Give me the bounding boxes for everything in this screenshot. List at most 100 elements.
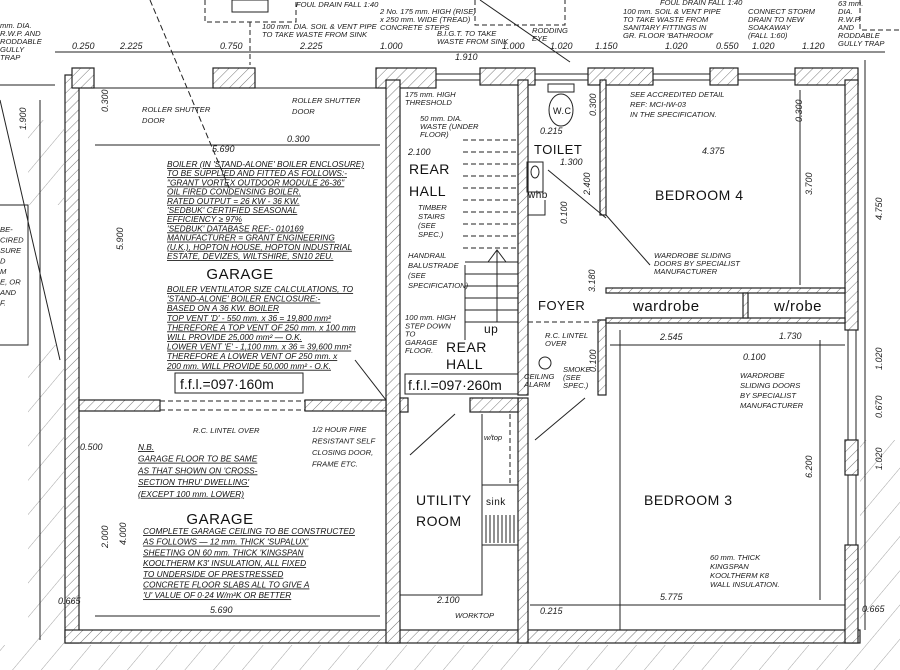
vent-calc-note: LOWER VENT 'E' - 1,100 mm. x 36 = 39,600… <box>167 342 351 352</box>
handrail-note: (SEE <box>408 271 427 280</box>
garage-ceiling-note: COMPLETE GARAGE CEILING TO BE CONSTRUCTE… <box>143 526 355 536</box>
dimension-label: 0.670 <box>874 395 884 418</box>
vent-calc-note: THEREFORE A TOP VENT OF 250 mm. x 100 mm <box>167 322 356 332</box>
smoke-alarm-note: SMOKE <box>563 365 591 374</box>
bigt-note: WASTE FROM SINK <box>437 37 509 46</box>
dimension-label: 3.700 <box>804 172 814 195</box>
fire-door-note: CLOSING DOOR, <box>312 448 373 457</box>
roller-shutter-note: ROLLER SHUTTER <box>292 96 361 105</box>
dimension-label: 1.020 <box>874 347 884 370</box>
waste-note: 50 mm. DIA. <box>420 114 462 123</box>
accredited-detail-note: REF: MCI-IW-03 <box>630 100 687 109</box>
dimension-label: 1.020 <box>752 41 775 51</box>
room-label-rear-hall-top: REAR <box>409 161 450 177</box>
vent-calc-note: WILL PROVIDE 25,000 mm² — O.K. <box>167 332 302 342</box>
worktop-note: w/top <box>484 433 502 442</box>
wardrobe-doors-note: WARDROBE <box>740 371 786 380</box>
adjacent-building-outline <box>0 84 55 346</box>
garage-ceiling-note: CONCRETE FLOOR SLABS ALL TO GIVE A <box>143 580 310 590</box>
waste-note: WASTE (UNDER <box>420 122 479 131</box>
dimension-label: 0.550 <box>716 41 739 51</box>
soil-pipe-bathroom-note: GR. FLOOR 'BATHROOM' <box>623 31 714 40</box>
boiler-note: EFFICIENCY ≥ 97% <box>167 214 243 224</box>
dimension-label: 1.020 <box>874 447 884 470</box>
cropped-note: M <box>0 267 7 276</box>
sink-label: sink <box>486 497 506 508</box>
room-label-garage-upper: GARAGE <box>206 266 273 283</box>
rwp-note: GULLY TRAP <box>838 39 885 48</box>
boiler-note: OIL FIRED CONDENSING BOILER. <box>167 187 301 197</box>
room-label-bedroom-4: BEDROOM 4 <box>655 187 744 203</box>
room-label-garage-lower: GARAGE <box>186 511 253 528</box>
smoke-alarm-note: CEILING <box>524 372 554 381</box>
dimension-label: 2.400 <box>582 172 592 196</box>
rc-lintel-note: OVER <box>545 339 567 348</box>
dimension-label: 0.100 <box>559 201 569 224</box>
fittings <box>354 83 651 596</box>
dimension-label: 3.180 <box>587 269 597 292</box>
soil-pipe-note: 100 mm. DIA. SOIL & VENT PIPE <box>262 22 378 31</box>
soil-pipe-bathroom-note: SANITARY FITTINGS IN <box>623 23 707 32</box>
dimension-label: 5.690 <box>210 605 233 615</box>
dimension-label: 1.020 <box>665 41 688 51</box>
dimension-label: 1.300 <box>560 157 583 167</box>
room-label-bedroom-3: BEDROOM 3 <box>644 492 733 508</box>
dimension-label: 0.250 <box>72 41 95 51</box>
worktop-note: WORKTOP <box>455 611 495 620</box>
storm-drain-note: (FALL 1:60) <box>748 31 788 40</box>
stairs-up-label: up <box>484 322 498 336</box>
timber-stairs-note: (SEE <box>418 221 437 230</box>
up-arrow-icon <box>487 249 507 263</box>
accredited-detail-note: SEE ACCREDITED DETAIL <box>630 90 725 99</box>
vent-calc-note: 'STAND-ALONE' BOILER ENCLOSURE:- <box>167 294 321 304</box>
dimension-label: 0.215 <box>540 126 564 136</box>
roller-shutter-note: ROLLER SHUTTER <box>142 105 211 114</box>
handrail-note: HANDRAIL <box>408 251 446 260</box>
wardrobe-doors-note: DOORS BY SPECIALIST <box>654 259 741 268</box>
wardrobe-doors-note: SLIDING DOORS <box>740 381 800 390</box>
step-down-note: GARAGE <box>405 338 438 347</box>
dimension-label: 1.900 <box>18 107 28 130</box>
dimension-label: 0.665 <box>862 604 886 614</box>
dimension-label: 2.545 <box>659 332 684 342</box>
boiler-note: BOILER (IN 'STAND-ALONE' BOILER ENCLOSUR… <box>167 159 364 169</box>
rwp-note: mm. DIA. <box>0 21 32 30</box>
rwp-note: R.W.P. AND <box>0 29 41 38</box>
dimension-label: 4.000 <box>118 522 128 545</box>
garage-floor-note: GARAGE FLOOR TO BE SAME <box>138 454 258 464</box>
cropped-note: AND <box>0 288 17 297</box>
rc-lintel-note: R.C. LINTEL OVER <box>193 426 260 435</box>
timber-stairs-note: TIMBER <box>418 203 447 212</box>
garage-left-wall <box>64 74 80 644</box>
smoke-alarm-note: ALARM <box>523 380 551 389</box>
south-wall <box>64 629 861 644</box>
step-down-note: STEP DOWN <box>405 321 451 330</box>
foul-drain-note: FOUL DRAIN FALL 1:40 <box>660 0 743 7</box>
room-labels: GARAGE GARAGE REAR HALL REAR HALL TOILET… <box>186 106 821 529</box>
hall-level-box <box>404 373 519 395</box>
vent-calc-note: 200 mm. WILL PROVIDE 50,000 mm² - O.K. <box>166 361 331 371</box>
dimension-label: 1.000 <box>502 41 525 51</box>
garage-floor-note: (EXCEPT 100 mm. LOWER) <box>138 489 244 499</box>
rwp-note: GULLY <box>0 45 25 54</box>
timber-stairs-note: STAIRS <box>418 212 445 221</box>
wall-insulation-note: KOOLTHERM K8 <box>710 571 770 580</box>
dimension-label: 2.100 <box>407 147 431 157</box>
smoke-alarm <box>538 356 552 370</box>
soil-pipe-bathroom-note: TO TAKE WASTE FROM <box>623 15 709 24</box>
drainage-chambers <box>204 0 900 65</box>
cropped-note: SURE <box>0 246 22 255</box>
dimension-label: 1.000 <box>380 41 403 51</box>
dimension-label: 0.215 <box>540 606 564 616</box>
external-ground <box>0 120 900 670</box>
room-label-toilet: TOILET <box>534 142 582 157</box>
garage-ceiling-note: SHEETING ON 60 mm. THICK 'KINGSPAN <box>143 547 303 557</box>
threshold-note: THRESHOLD <box>405 98 452 107</box>
garage-ffl: f.f.l.=097·160m <box>180 376 274 392</box>
room-label-foyer: FOYER <box>538 298 585 313</box>
dimension-label: 5.690 <box>212 144 235 154</box>
waste-note: FLOOR) <box>420 130 449 139</box>
garage-floor-note: AS THAT SHOWN ON 'CROSS- <box>137 465 258 475</box>
whb-label: whb <box>527 190 548 201</box>
wardrobe-doors-note: MANUFACTURER <box>740 401 804 410</box>
